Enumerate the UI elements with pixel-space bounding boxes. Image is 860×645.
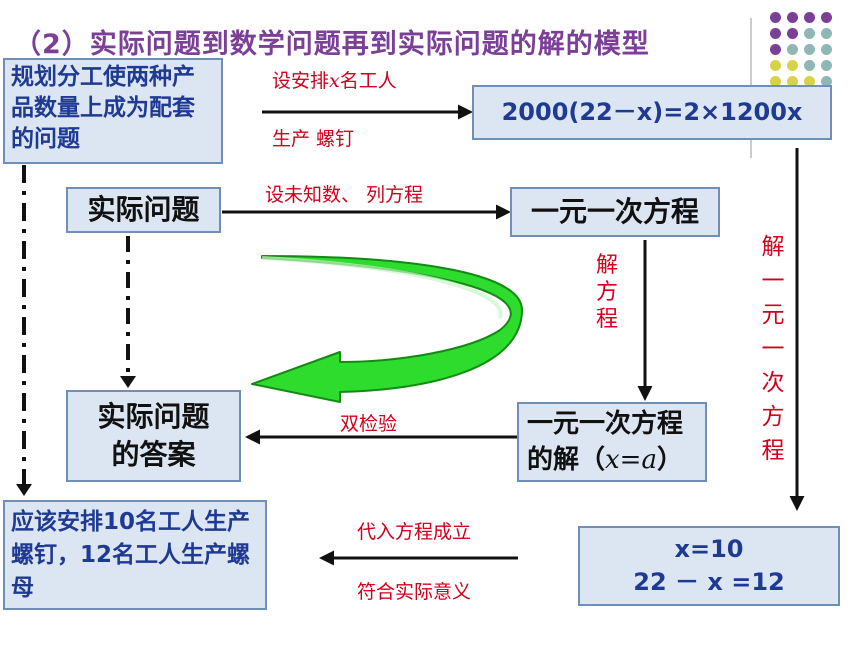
actual-problem-text: 实际问题: [87, 193, 200, 226]
decorative-dot: [787, 44, 798, 55]
label-arrange-a: 设安排: [272, 70, 330, 92]
box-equation-solution: 一元一次方程的解（x=a）: [517, 402, 707, 482]
box-conclusion: 应该安排10名工人生产螺钉，12名工人生产螺母: [3, 500, 267, 610]
decorative-dot: [804, 44, 815, 55]
decorative-dot: [787, 76, 798, 87]
label-set-unknown: 设未知数、 列方程: [265, 184, 424, 206]
label-arrange-var: x: [329, 70, 340, 92]
conclusion-text: 应该安排10名工人生产螺钉，12名工人生产螺母: [11, 509, 251, 601]
box-linear-equation: 一元一次方程: [510, 187, 720, 237]
decorative-dot: [787, 28, 798, 39]
decorative-dot: [821, 60, 832, 71]
label-produce-screws: 生产 螺钉: [272, 128, 355, 150]
decorative-dot: [804, 76, 815, 87]
solution-prefix: 一元一次方程的解（: [527, 409, 684, 475]
label-solve-linear-equation: 解一元一次方程: [761, 234, 785, 464]
decorative-dot: [821, 76, 832, 87]
decorative-dot: [770, 28, 781, 39]
box-actual-answer: 实际问题的答案: [66, 390, 241, 482]
decorative-dot: [821, 44, 832, 55]
plan-problem-text: 规划分工使两种产品数量上成为配套的问题: [11, 64, 195, 152]
decorative-dot: [804, 12, 815, 23]
decorative-dot: [770, 60, 781, 71]
decorative-dot: [787, 12, 798, 23]
label-arrange-workers: 设安排x名工人: [272, 66, 397, 93]
decorative-dot: [770, 76, 781, 87]
decorative-dot: [787, 60, 798, 71]
actual-answer-text: 实际问题的答案: [97, 400, 210, 471]
label-double-check: 双检验: [340, 413, 398, 435]
decorative-dot: [770, 12, 781, 23]
decorative-dot: [804, 28, 815, 39]
box-result: x=10 22 － x =12: [578, 526, 840, 606]
decorative-dot: [804, 60, 815, 71]
green-curved-arrow: [251, 255, 523, 403]
label-solve-equation: 解方程: [595, 253, 618, 332]
solution-suffix: ）: [656, 445, 683, 475]
page-title: （2）实际问题到数学问题再到实际问题的解的模型: [14, 29, 650, 60]
label-substitute: 代入方程成立: [357, 521, 472, 543]
equation-top-text: 2000(22－x)=2×1200x: [501, 98, 803, 126]
decorative-dot: [821, 12, 832, 23]
box-actual-problem: 实际问题: [66, 187, 221, 233]
result-line1: x=10: [674, 535, 744, 563]
label-fits-reality: 符合实际意义: [357, 581, 472, 603]
box-equation-top: 2000(22－x)=2×1200x: [472, 85, 832, 140]
label-arrange-b: 名工人: [339, 70, 397, 92]
solution-variable: x=a: [605, 445, 657, 475]
decorative-dot: [770, 44, 781, 55]
box-plan-problem: 规划分工使两种产品数量上成为配套的问题: [3, 58, 223, 164]
linear-equation-text: 一元一次方程: [530, 195, 699, 228]
result-line2: 22 － x =12: [633, 568, 785, 596]
decorative-dot: [821, 28, 832, 39]
